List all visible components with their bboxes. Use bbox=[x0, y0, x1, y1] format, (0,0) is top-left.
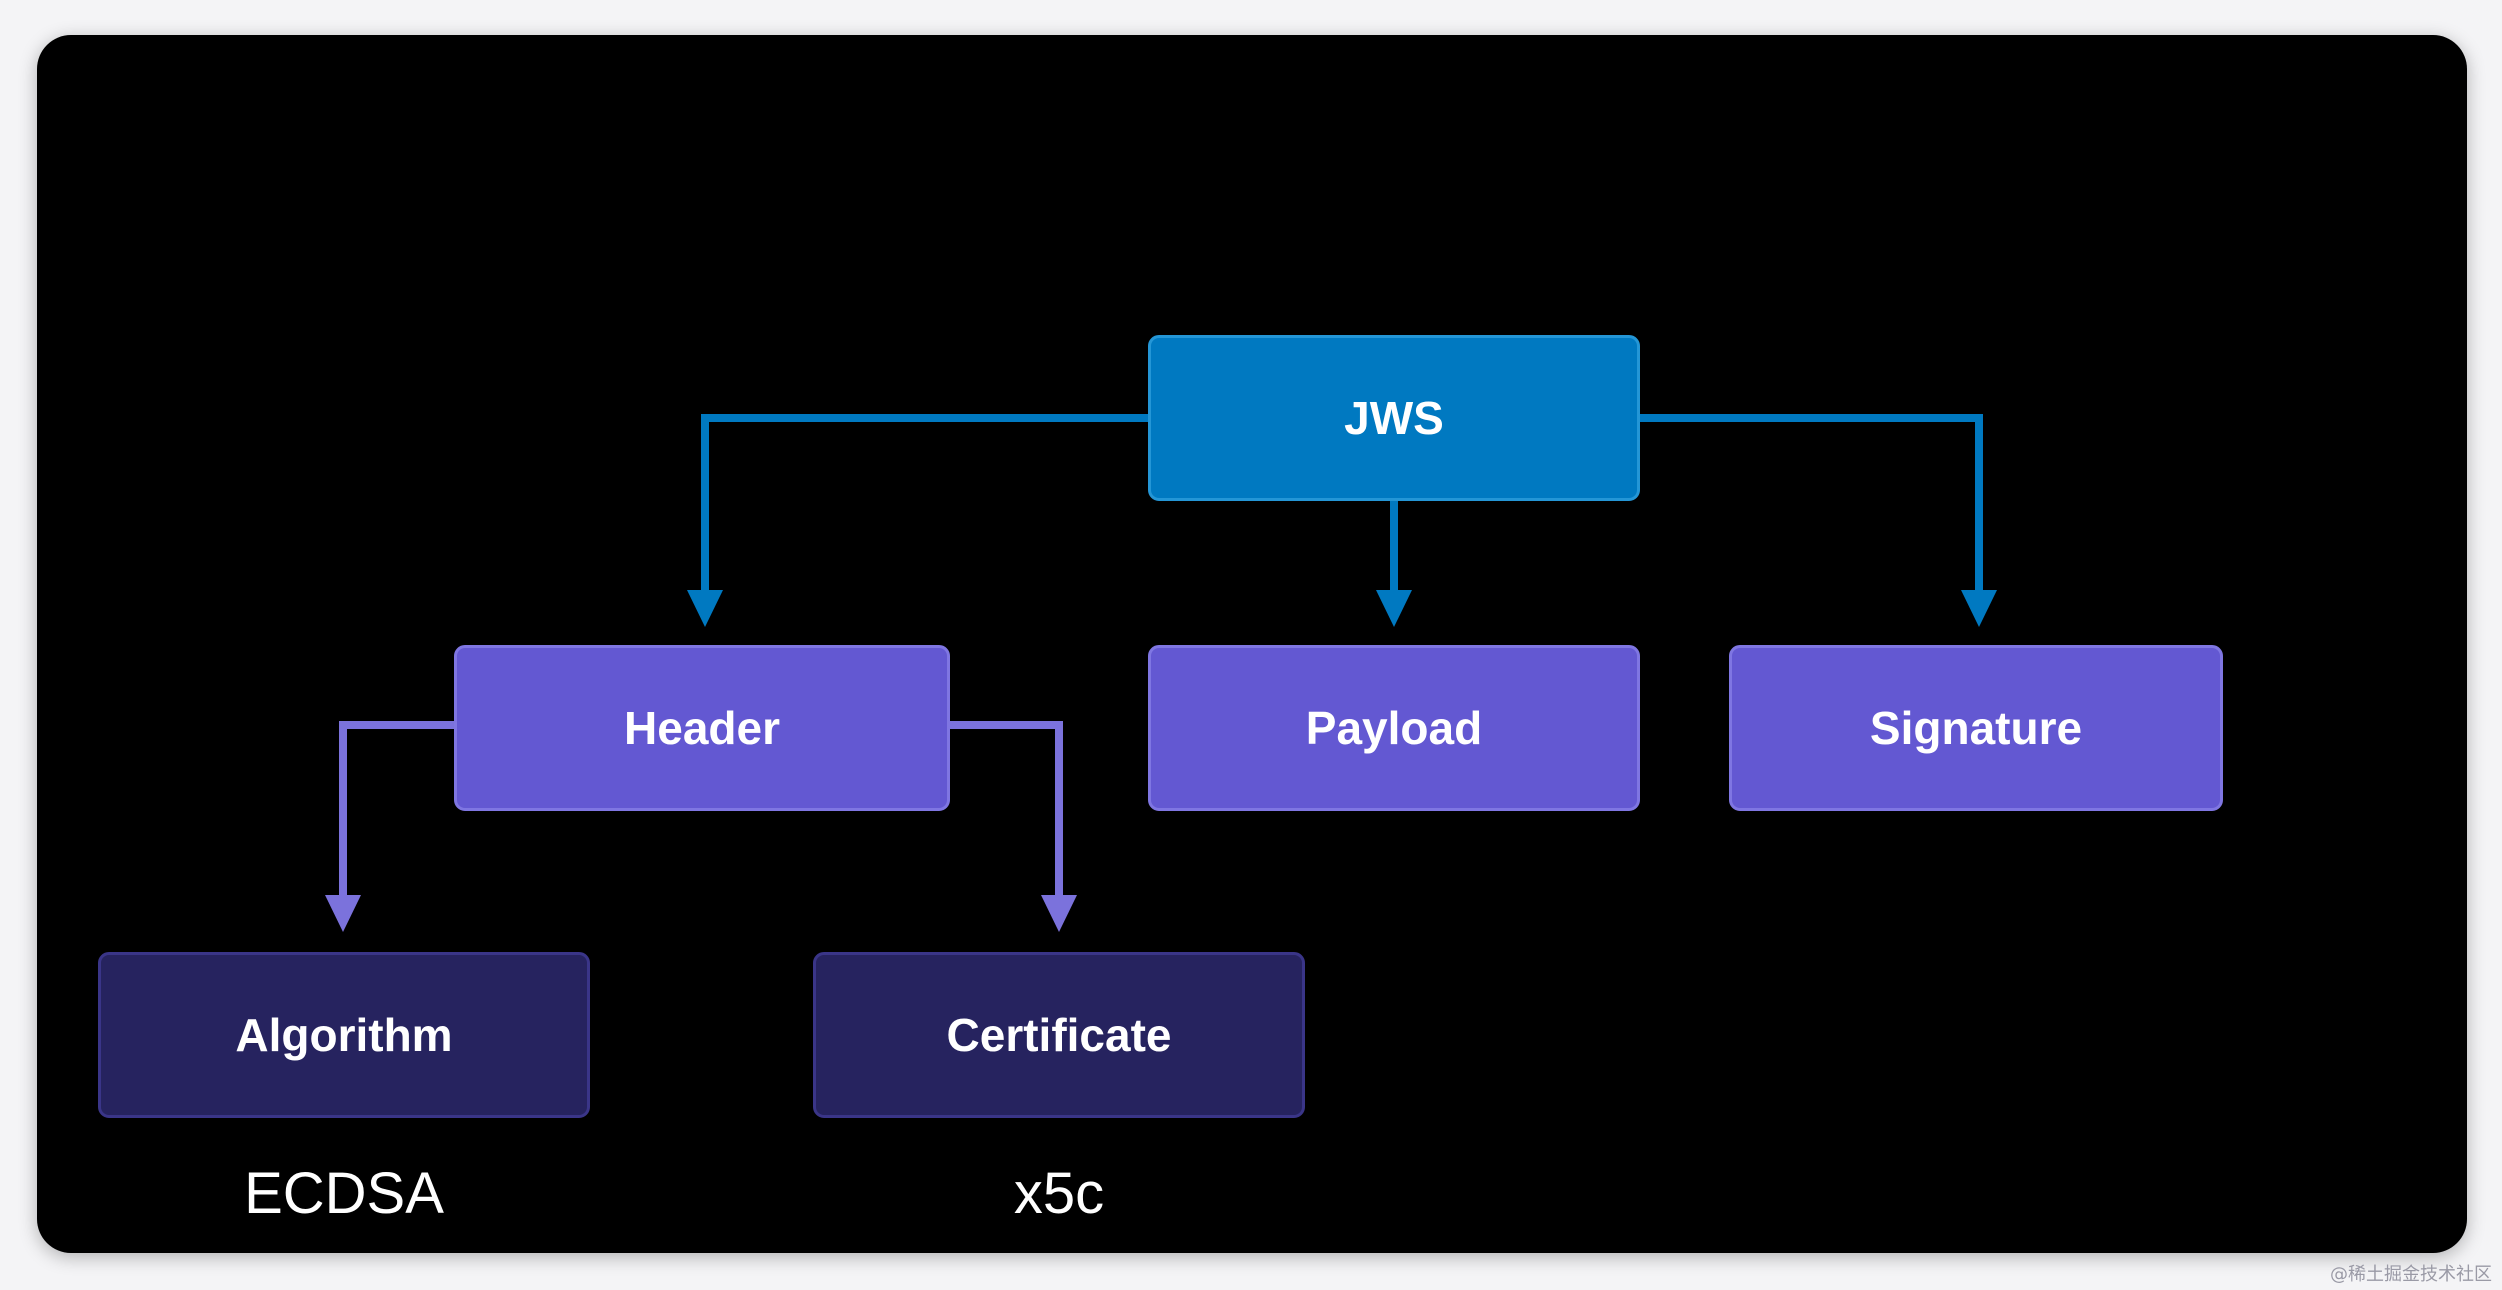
arrowhead-algorithm bbox=[325, 895, 361, 932]
connector-header-certificate bbox=[948, 721, 1063, 895]
connector-jws-signature bbox=[1638, 414, 1983, 590]
node-signature: Signature bbox=[1729, 645, 2223, 811]
watermark: @稀土掘金技术社区 bbox=[2330, 1264, 2492, 1285]
node-signature-label: Signature bbox=[1869, 702, 2083, 754]
node-payload: Payload bbox=[1148, 645, 1640, 811]
node-certificate: Certificate bbox=[813, 952, 1305, 1118]
caption-algorithm: ECDSA bbox=[244, 1161, 444, 1226]
node-payload-label: Payload bbox=[1305, 702, 1483, 754]
node-jws: JWS bbox=[1148, 335, 1640, 501]
node-algorithm: Algorithm bbox=[98, 952, 590, 1118]
arrowhead-signature bbox=[1961, 590, 1997, 627]
node-algorithm-label: Algorithm bbox=[235, 1009, 453, 1061]
connector-jws-header bbox=[701, 414, 1150, 590]
node-certificate-label: Certificate bbox=[946, 1009, 1172, 1061]
diagram-canvas: JWS Header Payload Signature Algorithm C… bbox=[37, 35, 2467, 1253]
node-header: Header bbox=[454, 645, 950, 811]
node-jws-label: JWS bbox=[1344, 392, 1444, 444]
arrowhead-header bbox=[687, 590, 723, 627]
node-header-label: Header bbox=[624, 702, 780, 754]
connectors bbox=[325, 414, 1997, 932]
arrowhead-payload bbox=[1376, 590, 1412, 627]
connector-header-algorithm bbox=[339, 721, 456, 895]
caption-certificate: x5c bbox=[1013, 1161, 1105, 1226]
arrowhead-certificate bbox=[1041, 895, 1077, 932]
